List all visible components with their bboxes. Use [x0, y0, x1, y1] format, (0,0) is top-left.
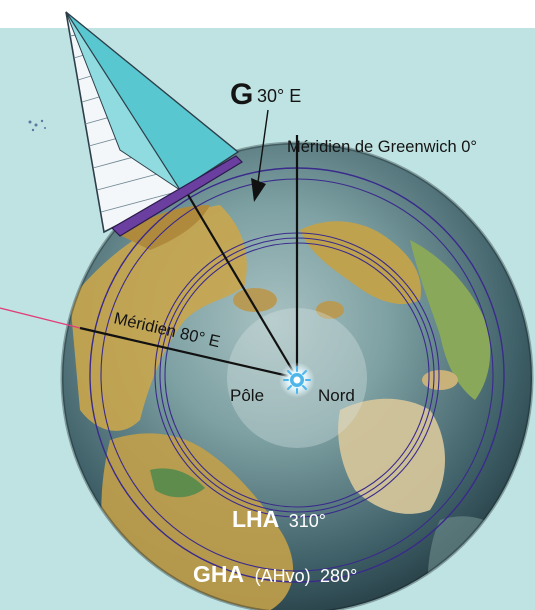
decorative-speck-icon	[28, 119, 46, 132]
greenwich-label: Méridien de Greenwich 0°	[287, 138, 477, 156]
jib-shadow	[65, 11, 181, 191]
lha-label: LHA 310°	[232, 506, 326, 532]
sextant-line-to-pole	[177, 177, 298, 379]
nord-label: Nord	[318, 386, 355, 405]
north-pole-marker	[279, 362, 315, 398]
lha-value: 310°	[289, 511, 326, 531]
gha-paren: (AHvo)	[255, 566, 311, 586]
meridian-80e-line	[79, 326, 298, 380]
hull	[111, 155, 243, 237]
pole-label: Pôle	[230, 386, 264, 405]
g-value: 30° E	[257, 86, 301, 106]
top-white-band	[0, 0, 535, 28]
sailboat-icon	[65, 11, 243, 237]
gha-label-abbrev: GHA	[193, 561, 244, 587]
lha-label-abbrev: LHA	[232, 506, 279, 532]
g-letter: G	[230, 78, 253, 111]
gha-label: GHA (AHvo) 280°	[193, 561, 357, 587]
gha-value: 280°	[320, 566, 357, 586]
pointer-line	[0, 307, 81, 329]
g-arrow	[251, 109, 269, 202]
